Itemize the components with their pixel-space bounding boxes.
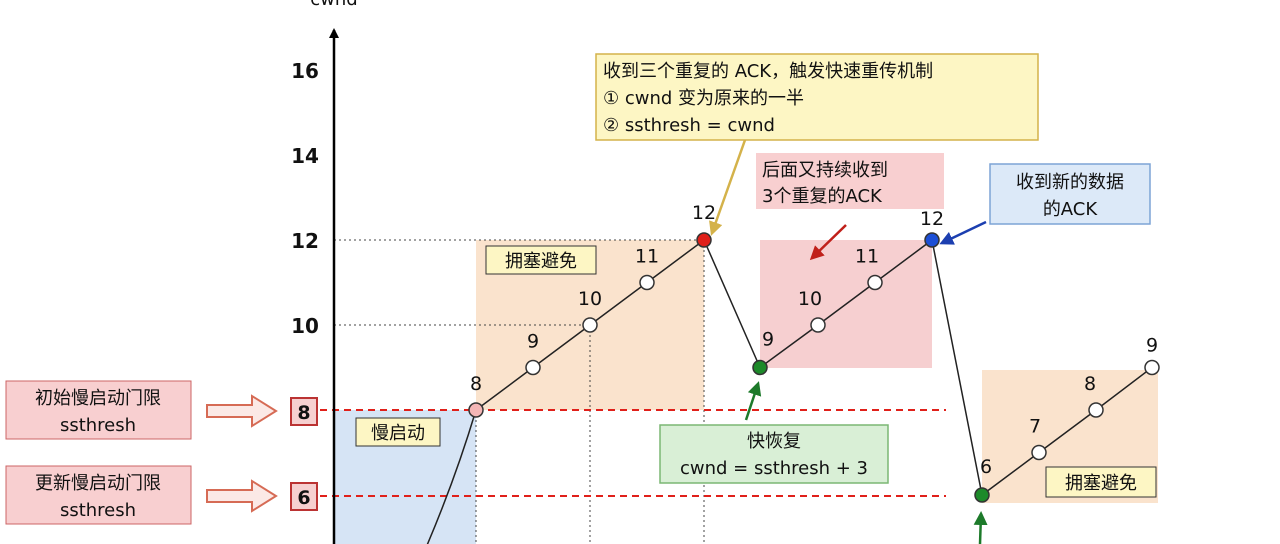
cwnd-point-label: 6 (980, 456, 992, 478)
triple-ack-arrow (709, 139, 747, 236)
avoidance-label-2: 拥塞避免 (1065, 473, 1137, 494)
triple-ack-line2: ① cwnd 变为原来的一半 (603, 88, 804, 109)
updated-ssthresh-name: ssthresh (60, 500, 136, 521)
cwnd-series: 8 9 10 11 12 9 10 11 12 6 7 8 9 (468, 202, 1160, 503)
initial-ssthresh-label: 初始慢启动门限 (35, 388, 161, 409)
fast-recovery-line2: cwnd = ssthresh + 3 (680, 458, 868, 479)
cwnd-point (1144, 359, 1160, 376)
cwnd-point-label: 8 (1084, 373, 1096, 395)
new-avoidance-arrow (973, 511, 988, 544)
cwnd-point-label: 9 (1146, 335, 1158, 357)
threshold-box-8 (290, 397, 318, 426)
y-tick-label: 16 (291, 59, 319, 83)
initial-ssthresh-name: ssthresh (60, 415, 136, 436)
cwnd-point (867, 274, 883, 291)
cwnd-point (696, 232, 712, 248)
more-dup-acks-arrow (809, 224, 847, 261)
more-dup-acks-box (756, 153, 944, 209)
threshold-value-6: 6 (297, 487, 310, 509)
threshold-box-6 (290, 482, 318, 511)
cwnd-point-label: 10 (578, 288, 602, 310)
cwnd-point-label: 11 (635, 246, 659, 268)
cwnd-point-label: 8 (470, 373, 482, 395)
new-data-ack-arrow (939, 220, 987, 245)
triple-ack-line1: 收到三个重复的 ACK，触发快速重传机制 (603, 61, 933, 82)
cwnd-point-label: 10 (798, 288, 822, 310)
pointer-arrow-initial (206, 394, 278, 428)
dotted-guides (334, 239, 705, 544)
more-dup-acks-line2: 3个重复的ACK (762, 186, 883, 207)
cwnd-point-label: 12 (692, 202, 716, 224)
avoidance-label-box-2 (1045, 466, 1157, 498)
cwnd-point (1031, 444, 1047, 461)
pointer-arrow-updated (206, 479, 278, 513)
updated-ssthresh-label: 更新慢启动门限 (35, 473, 161, 494)
new-data-ack-box (989, 163, 1151, 225)
cwnd-point-label: 7 (1029, 416, 1041, 438)
initial-ssthresh-box (5, 380, 192, 440)
cwnd-point (582, 317, 598, 333)
slow-start-label-box (355, 417, 441, 447)
cwnd-point (752, 359, 768, 376)
cwnd-point-label: 12 (920, 208, 944, 230)
slow-start-label: 慢启动 (371, 423, 425, 444)
cwnd-point-label: 9 (527, 331, 539, 353)
more-dup-acks-line1: 后面又持续收到 (762, 160, 888, 181)
y-tick-label: 10 (291, 314, 319, 338)
fast-recovery-box (659, 424, 889, 484)
triple-ack-box (595, 53, 1039, 141)
cwnd-point (974, 487, 990, 503)
cwnd-point (1088, 402, 1104, 418)
cwnd-point (639, 274, 655, 291)
slow-start-curve (426, 409, 477, 544)
cwnd-point (810, 317, 826, 333)
new-data-ack-line2: 的ACK (1043, 199, 1099, 220)
avoidance-label-1: 拥塞避免 (505, 251, 577, 272)
cwnd-point (468, 402, 484, 418)
updated-ssthresh-box (5, 465, 192, 525)
avoidance-label-box-1 (485, 245, 597, 275)
y-tick-label: 14 (291, 144, 319, 168)
triple-ack-line3: ② ssthresh = cwnd (603, 115, 775, 136)
fast-recovery-arrow (744, 381, 762, 421)
y-tick-label: 12 (291, 229, 319, 253)
y-axis-label: cwnd (310, 0, 357, 10)
new-data-ack-line1: 收到新的数据 (1016, 172, 1124, 193)
cwnd-point-label: 11 (855, 246, 879, 268)
cwnd-point (924, 232, 940, 248)
fast-recovery-line1: 快恢复 (747, 431, 801, 452)
cwnd-point-label: 9 (762, 329, 774, 351)
threshold-value-8: 8 (297, 402, 310, 424)
cwnd-point (525, 359, 541, 376)
